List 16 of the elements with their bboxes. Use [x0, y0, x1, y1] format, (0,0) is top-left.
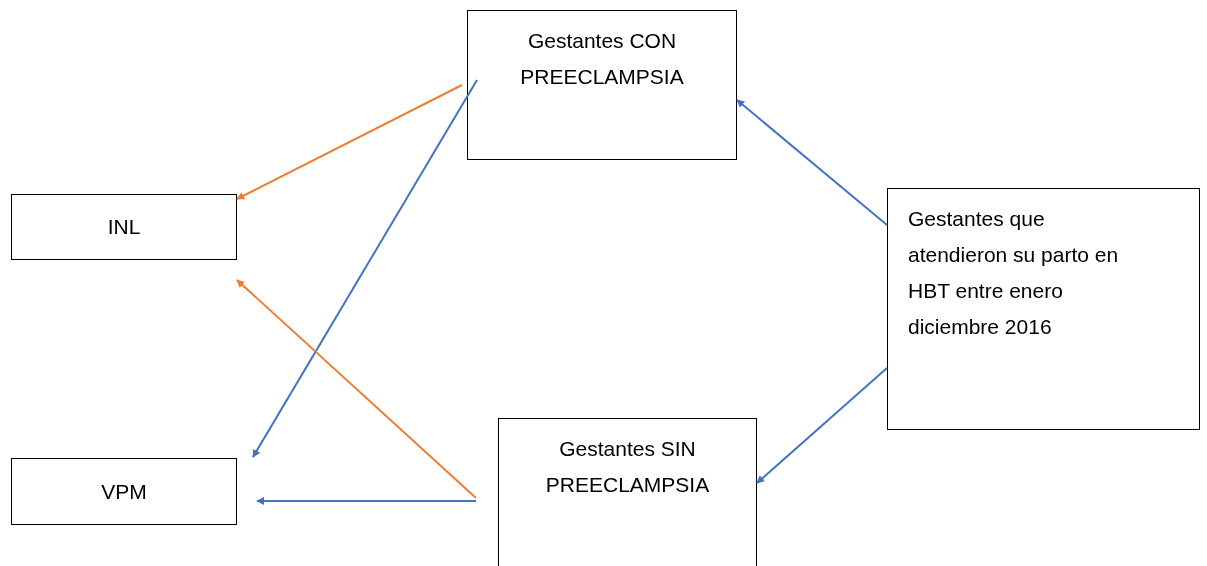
- arrow: [252, 79, 478, 458]
- box-label: Gestantes que atendieron su parto en HBT entre enero diciembre 2016: [908, 206, 1120, 340]
- box-label: Gestantes SIN PREECLAMPSIA: [544, 436, 711, 498]
- arrow: [256, 497, 477, 505]
- box-label: INL: [107, 214, 141, 240]
- arrow: [236, 279, 477, 499]
- box-label: Gestantes CON PREECLAMPSIA: [519, 28, 685, 90]
- text-box: [11, 458, 237, 525]
- text-box: [11, 194, 237, 260]
- text-box: [887, 188, 1200, 430]
- text-box: [498, 418, 757, 566]
- box-label: VPM: [101, 478, 147, 505]
- arrow: [736, 99, 888, 226]
- arrow: [756, 367, 888, 484]
- text-box: [467, 10, 737, 160]
- arrow: [236, 84, 463, 200]
